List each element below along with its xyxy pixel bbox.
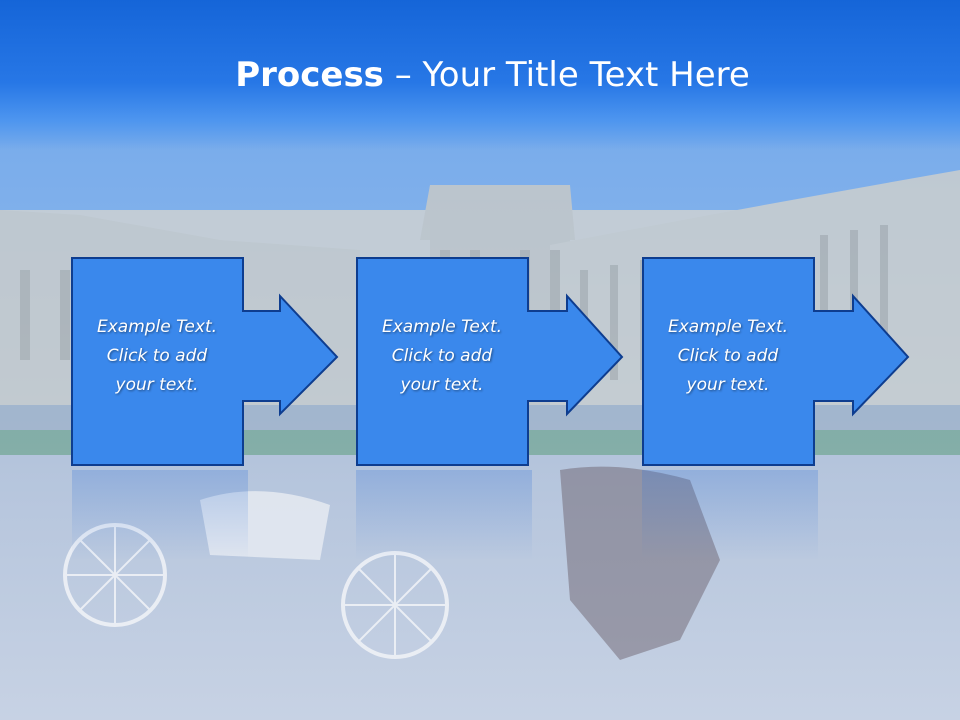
process-step-3[interactable]: Example Text. Click to add your text. [641,256,910,468]
title-band [0,0,960,150]
title-rest: – Your Title Text Here [383,55,750,95]
process-step-1[interactable]: Example Text. Click to add your text. [70,256,339,468]
step-2-text[interactable]: Example Text. Click to add your text. [381,317,503,395]
carriage-wheels [63,523,449,659]
step-3-text[interactable]: Example Text. Click to add your text. [667,317,789,395]
title-bold: Process [235,55,384,95]
process-step-2[interactable]: Example Text. Click to add your text. [355,256,624,468]
slide-title[interactable]: Process – Your Title Text Here [0,52,960,98]
step-3-reflection [642,470,818,560]
step-1-reflection [72,470,248,560]
step-2-reflection [356,470,532,560]
arrow-box-shape [642,257,910,466]
horse-silhouette [560,466,720,660]
step-1-text[interactable]: Example Text. Click to add your text. [96,317,218,395]
arrow-box-shape [71,257,339,466]
arrow-box-shape [356,257,624,466]
